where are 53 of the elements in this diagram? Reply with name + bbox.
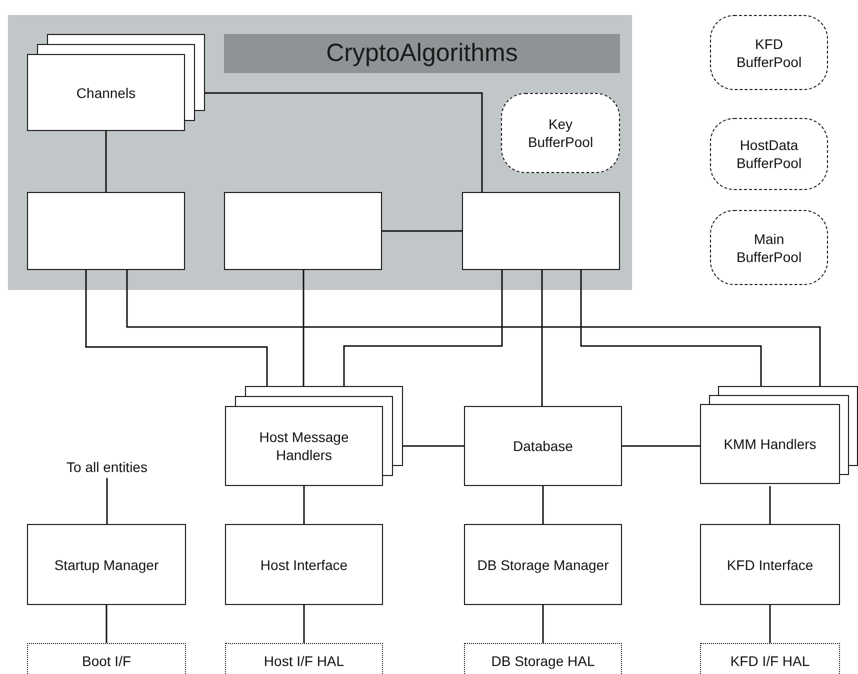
component-label: Database bbox=[513, 437, 573, 455]
connector-line bbox=[205, 92, 483, 192]
connector-line bbox=[542, 605, 544, 643]
component-box bbox=[27, 524, 186, 605]
component-label: HostData BufferPool bbox=[735, 136, 803, 172]
component-box bbox=[464, 524, 622, 605]
connector-line bbox=[622, 445, 700, 447]
connector-line bbox=[303, 605, 305, 643]
connector-line bbox=[105, 131, 107, 192]
interface-box bbox=[464, 643, 622, 674]
buffer-pool bbox=[710, 15, 828, 90]
component-label: Key BufferPool bbox=[526, 115, 594, 151]
connector-line bbox=[106, 605, 108, 643]
interface-box bbox=[27, 643, 186, 674]
panel-title: CryptoAlgorithms bbox=[224, 34, 620, 73]
connector-line bbox=[580, 270, 762, 386]
component-label: Host I/F HAL bbox=[264, 652, 344, 670]
component-box bbox=[700, 524, 840, 605]
component-label: Startup Manager bbox=[54, 556, 159, 574]
buffer-pool bbox=[710, 210, 828, 285]
component-label: Host Message Handlers bbox=[258, 428, 350, 464]
connector-line bbox=[382, 230, 462, 232]
connector-line bbox=[302, 270, 304, 386]
component-label: Boot I/F bbox=[82, 652, 132, 670]
interface-box bbox=[225, 643, 383, 674]
buffer-pool bbox=[501, 93, 620, 173]
component-label: DB Storage Manager bbox=[477, 556, 609, 574]
connector-line bbox=[106, 478, 108, 524]
component-box bbox=[224, 192, 382, 270]
connector-line bbox=[403, 445, 464, 447]
component-label: KFD BufferPool bbox=[735, 34, 803, 70]
component-box bbox=[464, 406, 622, 486]
connector-line bbox=[343, 270, 503, 386]
connector-line bbox=[85, 270, 268, 386]
connector-line bbox=[542, 486, 544, 524]
note-text-line: To all entities bbox=[66, 458, 148, 476]
connector-line bbox=[126, 270, 821, 386]
interface-box bbox=[700, 643, 840, 674]
component-label: KFD I/F HAL bbox=[730, 652, 810, 670]
component-label: Host Interface bbox=[260, 556, 348, 574]
connector-line bbox=[303, 486, 305, 524]
component-box bbox=[27, 192, 185, 270]
group-panel bbox=[8, 15, 632, 290]
connector-line bbox=[541, 270, 543, 406]
component-label: DB Storage HAL bbox=[491, 652, 595, 670]
component-label: Main BufferPool bbox=[735, 230, 803, 266]
component-label: Channels bbox=[76, 84, 136, 102]
connector-line bbox=[769, 605, 771, 643]
component-box bbox=[462, 192, 620, 270]
component-box bbox=[225, 524, 383, 605]
connector-line bbox=[769, 486, 771, 524]
component-label: KFD Interface bbox=[726, 556, 814, 574]
component-label: KMM Handlers bbox=[724, 435, 816, 453]
